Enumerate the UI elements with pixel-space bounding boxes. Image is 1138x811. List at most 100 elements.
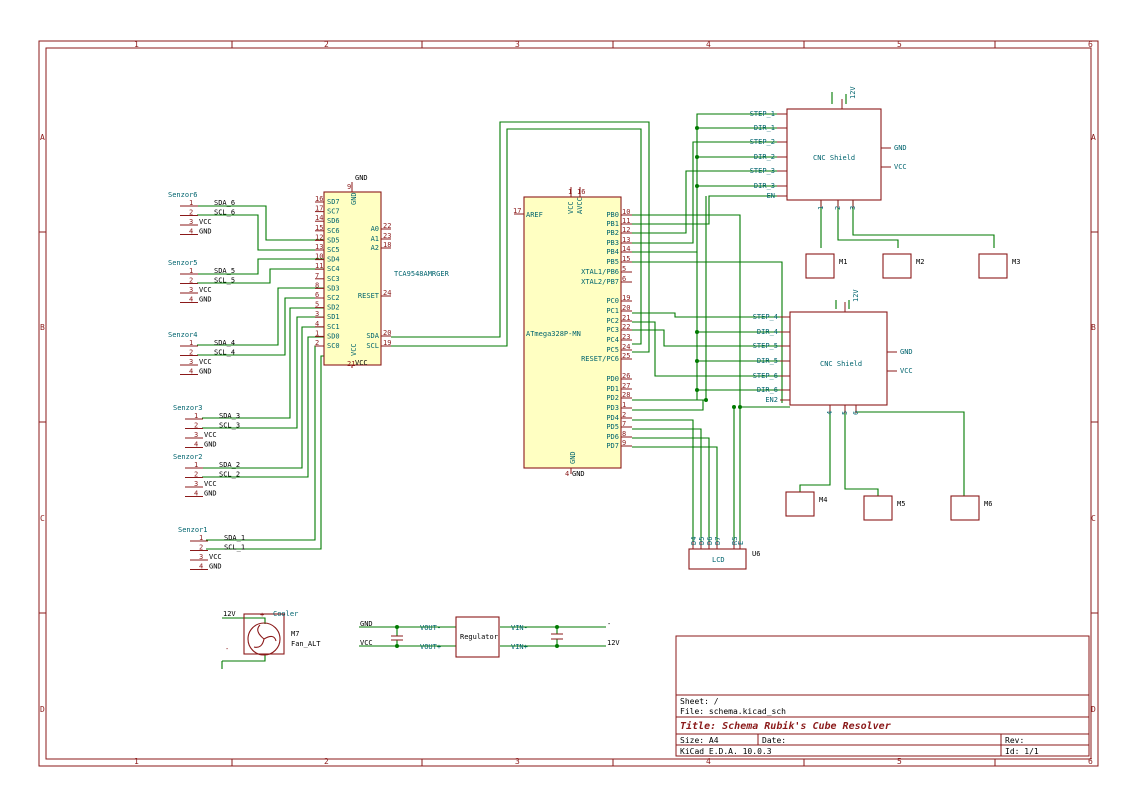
sensor-ref: Senzor3 bbox=[173, 404, 203, 412]
zone-col-top-3: 3 bbox=[515, 40, 520, 49]
atmega328p-mcu[interactable]: 10PB011PB112PB213PB314PB415PB55XTAL1/PB6… bbox=[513, 187, 632, 478]
sensor-ref: Senzor1 bbox=[178, 526, 208, 534]
mux-pin-num: 1 bbox=[315, 329, 319, 337]
motor-m4[interactable]: M4 bbox=[785, 491, 827, 517]
sensor-pin-label: GND bbox=[199, 296, 212, 304]
mcu-pin-num: 24 bbox=[622, 343, 630, 351]
zone-col-bottom-2: 2 bbox=[324, 757, 329, 766]
motor-label: M4 bbox=[819, 496, 827, 504]
cnc2-body bbox=[789, 311, 888, 406]
zone-row-right-B: B bbox=[1091, 323, 1096, 332]
mux-gnd-net: GND bbox=[355, 174, 368, 182]
reg-net-gnd: GND bbox=[360, 620, 373, 628]
motor-body bbox=[950, 495, 980, 521]
cnc2-left-pin: EN2 bbox=[765, 396, 778, 404]
wires bbox=[197, 92, 995, 669]
sensor-pin-number: 2 bbox=[189, 277, 193, 285]
sensor-pin-label: GND bbox=[199, 228, 212, 236]
sensor-pin-label: SDA_4 bbox=[214, 339, 235, 347]
sensor-pin-number: 3 bbox=[189, 358, 193, 366]
mcu-pin-name: PB5 bbox=[606, 258, 619, 266]
mux-pin-num: 16 bbox=[315, 195, 323, 203]
motor-m2[interactable]: M2 bbox=[882, 253, 924, 279]
motor-label: M1 bbox=[839, 258, 847, 266]
lcd-pin: D6 bbox=[706, 537, 714, 545]
cooler-fan[interactable]: 12V + - Cooler M7 Fan_ALT bbox=[223, 610, 321, 656]
mux-pin-num: 10 bbox=[315, 253, 323, 261]
motor-m1[interactable]: M1 bbox=[805, 253, 847, 279]
zone-col-top-5: 5 bbox=[897, 40, 902, 49]
mcu-pin-name: PB4 bbox=[606, 248, 619, 256]
cnc-shield-1[interactable]: CNC Shield STEP_1DIR_1STEP_2DIR_2STEP_3D… bbox=[750, 86, 907, 210]
sensor-pin-label: VCC bbox=[199, 358, 212, 366]
mcu-body bbox=[523, 196, 622, 469]
motor-m5[interactable]: M5 bbox=[863, 495, 905, 521]
cnc2-left-pin: STEP_4 bbox=[753, 313, 778, 321]
zone-row-left-A: A bbox=[40, 133, 45, 142]
zone-col-top-6: 6 bbox=[1088, 40, 1093, 49]
sensor-pin-label: SCL_2 bbox=[219, 471, 240, 479]
sensor-pin-number: 4 bbox=[189, 296, 193, 304]
mcu-pin-name: AVCC bbox=[576, 197, 584, 214]
sensor-pin-label: SDA_3 bbox=[219, 412, 240, 420]
mux-pin-name: A1 bbox=[371, 235, 379, 243]
lcd-ref: U6 bbox=[752, 550, 760, 558]
reg-net-vcc: VCC bbox=[360, 639, 373, 647]
cnc1-label: CNC Shield bbox=[813, 154, 855, 162]
sensor-pin-label: SCL_1 bbox=[224, 544, 245, 552]
mcu-pin-num: 28 bbox=[622, 391, 630, 399]
cnc1-left-pin: DIR_1 bbox=[754, 124, 775, 132]
cnc1-left-pin: STEP_3 bbox=[750, 167, 775, 175]
reg-pin-vout-pos: VOUT+ bbox=[420, 643, 441, 651]
mux-pin-name: SD3 bbox=[327, 284, 340, 292]
sensor-ref: Senzor2 bbox=[173, 453, 203, 461]
sensor-pin-label: GND bbox=[209, 563, 222, 571]
sensor-pin-number: 2 bbox=[194, 471, 198, 479]
mux-pin-num: 22 bbox=[383, 222, 391, 230]
mcu-pin-name: PB3 bbox=[606, 239, 619, 247]
cnc1-left-pin: DIR_3 bbox=[754, 182, 775, 190]
motor-m6[interactable]: M6 bbox=[950, 495, 992, 521]
sensor-pin-number: 1 bbox=[189, 339, 193, 347]
sensor-pin-label: SCL_3 bbox=[219, 422, 240, 430]
reg-net-minus: - bbox=[607, 620, 611, 628]
mcu-pin-name: PC1 bbox=[606, 307, 619, 315]
sensor-pin-label: SCL_4 bbox=[214, 349, 235, 357]
motor-m3[interactable]: M3 bbox=[978, 253, 1020, 279]
sensor-pin-number: 1 bbox=[189, 267, 193, 275]
mcu-pin-name: PD1 bbox=[606, 385, 619, 393]
mux-pin-num: 5 bbox=[315, 301, 319, 309]
fan-body bbox=[243, 613, 285, 655]
tb-file: File: schema.kicad_sch bbox=[680, 707, 786, 716]
mcu-gnd-name: GND bbox=[569, 451, 577, 464]
sensor-pin-number: 2 bbox=[189, 209, 193, 217]
mcu-aref-num: 17 bbox=[513, 207, 521, 215]
sensor-pin-label: SDA_6 bbox=[214, 199, 235, 207]
voltage-regulator[interactable]: Regulator VOUT- VOUT+ VIN- VIN+ GND VCC … bbox=[360, 616, 620, 658]
regulator-body bbox=[455, 616, 500, 658]
mcu-pin-name: PD5 bbox=[606, 423, 619, 431]
cnc-shield-2[interactable]: CNC Shield STEP_4DIR_4STEP_5DIR_5STEP_6D… bbox=[753, 289, 913, 415]
mcu-value: ATmega328P-MN bbox=[526, 330, 581, 338]
cnc1-bottom-pin: 3 bbox=[849, 206, 857, 210]
cnc1-left-pin: DIR_2 bbox=[754, 153, 775, 161]
mcu-pin-num: 15 bbox=[622, 255, 630, 263]
motor-body bbox=[785, 491, 815, 517]
lcd-label: LCD bbox=[712, 556, 725, 564]
cnc1-bottom-pin: 2 bbox=[834, 206, 842, 210]
lcd-pin: D5 bbox=[698, 537, 706, 545]
tb-title: Title: Schema Rubik's Cube Resolver bbox=[680, 720, 891, 732]
mcu-pin-name: PB0 bbox=[606, 211, 619, 219]
mcu-pin-num: 13 bbox=[622, 236, 630, 244]
mcu-pin-name: PD0 bbox=[606, 375, 619, 383]
